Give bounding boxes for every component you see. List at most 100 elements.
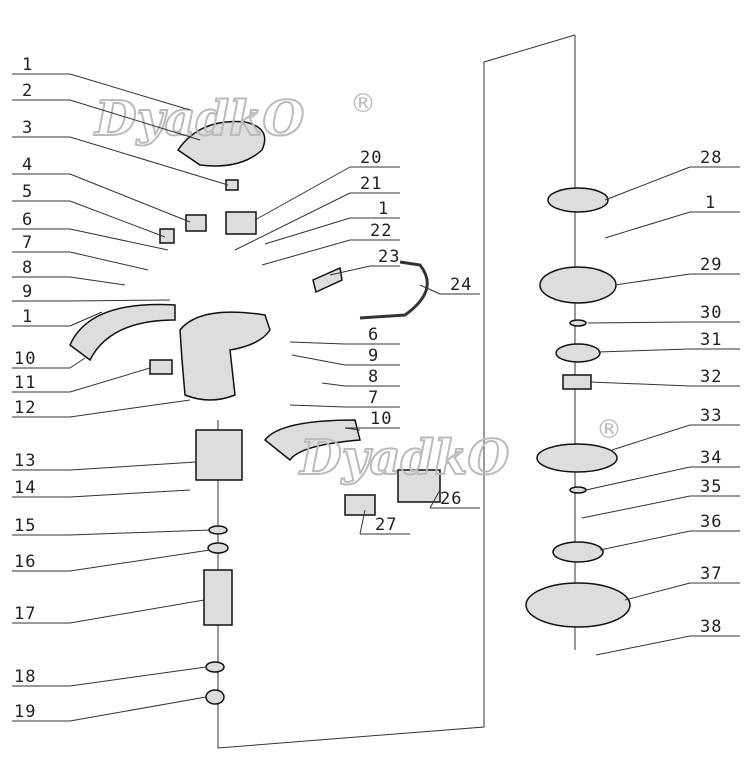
part-number-label: 32 — [700, 367, 722, 387]
leader-line — [597, 348, 691, 353]
leader-line — [614, 273, 691, 286]
part-callout: 32 — [589, 367, 740, 387]
leader-line — [604, 211, 691, 239]
part-callout: 1 — [604, 193, 740, 239]
washer-34 — [569, 486, 587, 494]
dust-guard-left — [69, 303, 176, 362]
part-number-label: 30 — [700, 303, 722, 323]
part-number-label: 10 — [370, 409, 392, 429]
leader-line — [587, 321, 691, 324]
part-number-label: 1 — [22, 307, 33, 327]
part-callout: 6 — [289, 325, 400, 345]
switch — [225, 179, 239, 191]
part-callout: 6 — [12, 210, 169, 251]
part-callout: 26 — [429, 489, 480, 509]
leader-line — [419, 284, 441, 295]
leader-line — [69, 599, 205, 624]
part-callout: 19 — [12, 696, 207, 722]
part-number-label: 11 — [14, 373, 36, 393]
watermark-bottom: DyadkO ® — [297, 415, 622, 487]
leader-line — [291, 354, 346, 366]
part-number-label: 35 — [700, 477, 722, 497]
part-number-label: 9 — [22, 282, 33, 302]
leader-line — [429, 489, 441, 509]
part-number-label: 15 — [14, 516, 36, 536]
part-number-label: 20 — [360, 148, 382, 168]
part-callout: 35 — [581, 477, 740, 519]
part-callout: 1 — [264, 199, 400, 245]
part-number-label: 8 — [22, 258, 33, 278]
leader-line — [595, 635, 691, 656]
part-callout: 24 — [419, 275, 480, 295]
part-number-label: 1 — [22, 55, 33, 75]
leader-line — [589, 381, 691, 387]
leader-line — [69, 73, 191, 111]
part-callout: 7 — [289, 388, 400, 408]
part-callout: 33 — [611, 406, 740, 451]
part-callout: 1 — [12, 55, 191, 111]
leader-line — [69, 276, 126, 286]
part-number-label: 19 — [14, 702, 36, 722]
part-number-label: 33 — [700, 406, 722, 426]
housing — [179, 311, 271, 401]
part-callout: 7 — [12, 233, 149, 271]
leader-line — [69, 311, 103, 327]
watermark-text: DyadkO — [93, 91, 304, 147]
part-number-label: 7 — [22, 233, 33, 253]
part-callout: 4 — [12, 155, 191, 223]
part-number-label: 21 — [360, 174, 382, 194]
leader-line — [624, 582, 691, 601]
ring-33 — [536, 443, 618, 473]
cord-guard — [312, 266, 343, 294]
part-callout: 12 — [12, 398, 191, 418]
assembly-frame-line — [217, 34, 576, 749]
leader-line — [289, 341, 346, 345]
part-number-label: 16 — [14, 552, 36, 572]
leader-line — [254, 166, 351, 221]
switch-27 — [344, 494, 376, 516]
leader-line — [69, 529, 211, 536]
plate — [159, 228, 175, 244]
dust-box — [397, 469, 441, 503]
part-number-label: 27 — [375, 515, 397, 535]
seal-36 — [552, 541, 604, 563]
part-number-label: 1 — [705, 193, 716, 213]
stator — [195, 429, 243, 481]
part-number-label: 8 — [368, 367, 379, 387]
part-callout: 36 — [599, 512, 740, 551]
fan-29 — [539, 266, 617, 304]
part-callout: 14 — [12, 478, 191, 498]
part-callout: 3 — [12, 118, 229, 186]
sanding-pad-37 — [525, 582, 631, 628]
part-number-label: 31 — [700, 330, 722, 350]
part-callout: 5 — [12, 182, 166, 238]
bearing-19 — [205, 689, 225, 705]
leader-line — [264, 217, 351, 245]
top-ring-28 — [547, 187, 609, 213]
watermark-registered: ® — [350, 89, 376, 119]
rotor — [203, 569, 233, 626]
watermark-top: DyadkO ® — [92, 89, 376, 148]
part-callout: 27 — [359, 509, 410, 535]
part-number-label: 2 — [22, 81, 33, 101]
parts — [69, 120, 631, 705]
part-number-label: 17 — [14, 604, 36, 624]
leader-line — [69, 399, 191, 418]
part-number-label: 22 — [370, 221, 392, 241]
part-number-label: 7 — [368, 388, 379, 408]
watermark-registered: ® — [596, 415, 622, 445]
part-number-label: 29 — [700, 255, 722, 275]
part-callout: 10 — [344, 409, 400, 431]
leader-line — [69, 367, 151, 393]
leader-line — [359, 509, 366, 535]
part-number-label: 13 — [14, 451, 36, 471]
watermark-text: DyadkO — [298, 430, 509, 486]
part-number-label: 6 — [22, 210, 33, 230]
leader-line — [69, 228, 169, 251]
part-callout: 34 — [585, 448, 740, 491]
leader-line — [69, 136, 229, 186]
switch-block — [185, 214, 207, 232]
bushing-32 — [562, 374, 592, 390]
bearing-16 — [207, 542, 229, 554]
part-callout: 22 — [261, 221, 400, 266]
